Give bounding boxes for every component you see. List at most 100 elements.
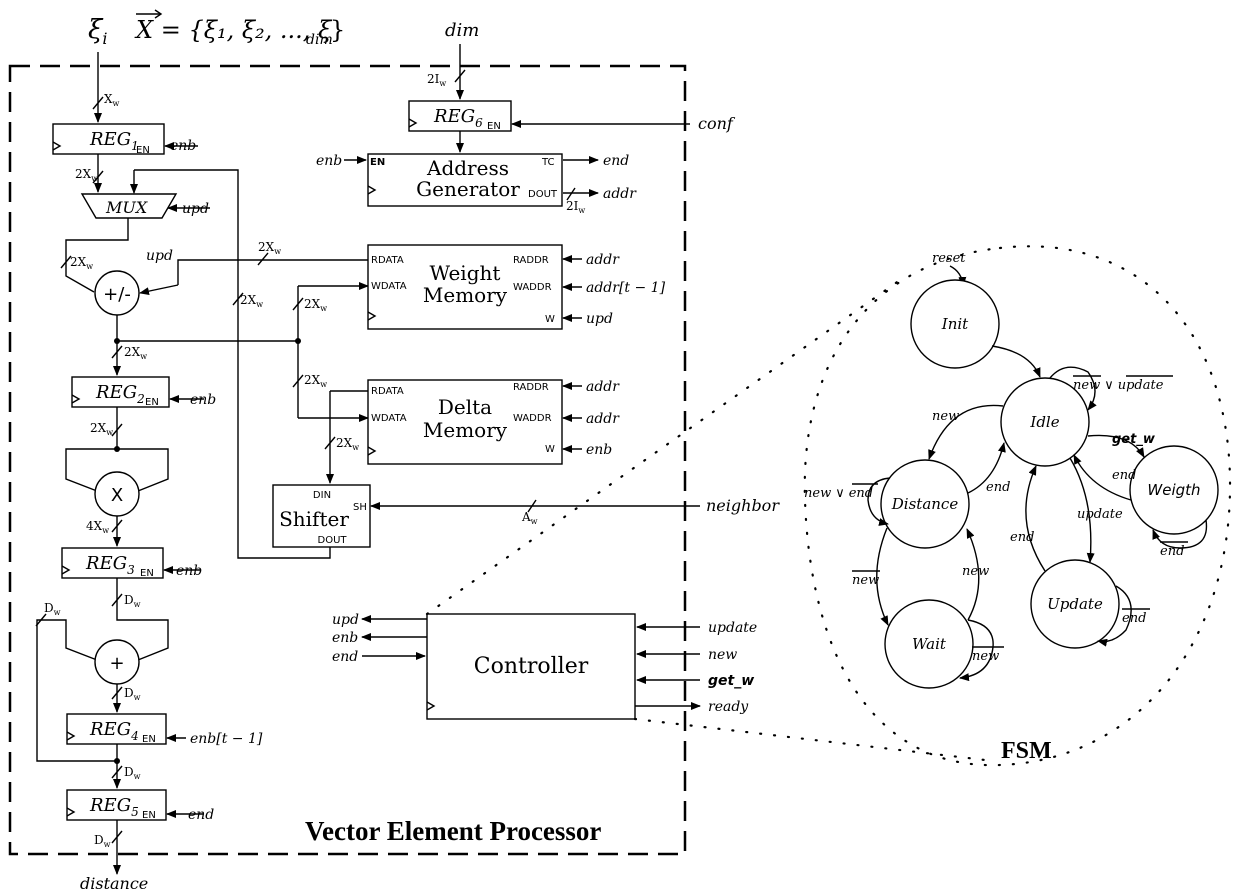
reg2: REG2 EN [71,376,170,408]
svg-text:upd: upd [182,201,209,217]
svg-text:Memory: Memory [423,418,508,442]
svg-text:}: } [330,16,345,44]
add-sub-unit: +/- [94,270,140,316]
svg-text:WADDR: WADDR [513,413,552,424]
svg-text:+: + [109,653,124,674]
svg-text:REG5: REG5 [89,795,139,819]
svg-text:new: new [708,647,737,663]
svg-text:REG3: REG3 [85,553,135,577]
svg-text:Aw: Aw [521,510,538,526]
svg-text:REG4: REG4 [89,719,139,743]
svg-text:Address: Address [426,156,509,180]
svg-text:DOUT: DOUT [318,535,348,546]
svg-text:MUX: MUX [105,198,148,217]
svg-text:Dw: Dw [124,686,141,702]
svg-text:REG1: REG1 [89,129,139,153]
fsm-state-distance: Distance [880,459,970,549]
svg-text:Generator: Generator [416,177,520,201]
svg-text:EN: EN [487,121,501,132]
svg-text:RDATA: RDATA [371,386,404,397]
svg-text:new: new [932,409,959,424]
weight-memory: RDATA WDATA RADDR WADDR W Weight Memory [367,244,563,330]
svg-text:2Xw: 2Xw [304,297,327,313]
svg-text:reset: reset [932,251,966,266]
svg-text:upd: upd [586,311,613,327]
svg-text:Dw: Dw [124,765,141,781]
svg-text:end: end [332,649,358,665]
controller: Controller [426,613,636,720]
xi-input-label: ξi [88,15,107,48]
vep-title: Vector Element Processor [305,816,601,846]
svg-text:end: end [1112,468,1136,483]
svg-text:enb: enb [316,153,342,169]
svg-text:Dw: Dw [94,833,111,849]
svg-text:2Xw: 2Xw [124,345,147,361]
svg-text:X: X [111,485,123,506]
svg-text:REG2: REG2 [95,382,145,406]
svg-text:2Xw: 2Xw [75,167,98,183]
svg-text:get_w: get_w [1112,432,1156,447]
svg-text:addr: addr [586,252,620,268]
reg3: REG3 EN [61,547,164,579]
svg-text:EN: EN [370,157,385,168]
svg-text:2Xw: 2Xw [70,255,93,271]
svg-text:Wait: Wait [912,635,947,653]
svg-text:addr: addr [586,411,620,427]
svg-text:addr[t − 1]: addr[t − 1] [586,280,666,296]
svg-text:EN: EN [142,734,156,745]
svg-text:enb: enb [176,563,202,579]
shifter: DIN SH DOUT Shifter [272,484,371,548]
svg-text:TC: TC [541,157,555,168]
svg-text:DOUT: DOUT [528,189,558,200]
svg-text:RADDR: RADDR [513,255,549,266]
fsm-boundary [803,245,1232,767]
svg-text:SH: SH [353,502,367,513]
vep-boundary [8,64,687,856]
svg-text:W: W [545,314,555,325]
svg-text:get_w: get_w [708,673,754,689]
svg-text:2Iw: 2Iw [566,199,585,215]
reg5: REG5 EN [66,789,167,821]
svg-text:neighbor: neighbor [706,496,780,515]
svg-text:Dw: Dw [44,601,61,617]
dim-input-label: dim [445,20,479,41]
svg-text:2Xw: 2Xw [90,421,113,437]
svg-text:enb: enb [170,138,196,154]
svg-text:end: end [1160,544,1184,559]
svg-text:X = {ξ₁, ξ₂, ..., ξ: X = {ξ₁, ξ₂, ..., ξ [134,16,333,44]
svg-text:Delta: Delta [438,395,492,419]
svg-text:conf: conf [698,114,736,133]
svg-text:+/-: +/- [103,284,131,305]
svg-text:Weight: Weight [430,261,501,285]
svg-text:Weigth: Weigth [1147,481,1200,499]
svg-text:new∨end: new∨end [804,486,873,501]
svg-text:EN: EN [145,397,159,408]
svg-text:new: new [962,564,989,579]
svg-text:2Xw: 2Xw [336,436,359,452]
svg-text:upd: upd [146,248,173,264]
svg-text:end: end [1010,530,1034,545]
distance-output-label: distance [80,874,148,891]
svg-text:new∨update: new∨update [1073,378,1164,393]
svg-text:Idle: Idle [1029,413,1059,431]
adder: + [94,639,140,685]
svg-text:Xw: Xw [104,92,120,108]
svg-text:update: update [708,620,757,636]
mux: MUX [80,193,178,219]
address-generator: EN TC DOUT Address Generator [367,153,563,207]
svg-text:Controller: Controller [474,654,589,679]
svg-text:enb: enb [332,630,358,646]
svg-text:EN: EN [142,810,156,821]
delta-memory: RDATA WDATA RADDR WADDR W Delta Memory [367,379,563,465]
svg-text:ready: ready [708,699,749,715]
reg6: REG6 EN [408,100,512,132]
svg-text:2Xw: 2Xw [258,240,281,256]
svg-text:Memory: Memory [423,283,508,307]
svg-text:RADDR: RADDR [513,382,549,393]
svg-text:Distance: Distance [891,495,959,513]
reg1: REG1 EN [52,123,165,156]
svg-text:REG6: REG6 [433,106,483,130]
svg-text:2Iw: 2Iw [427,72,446,88]
svg-text:end: end [603,153,629,169]
